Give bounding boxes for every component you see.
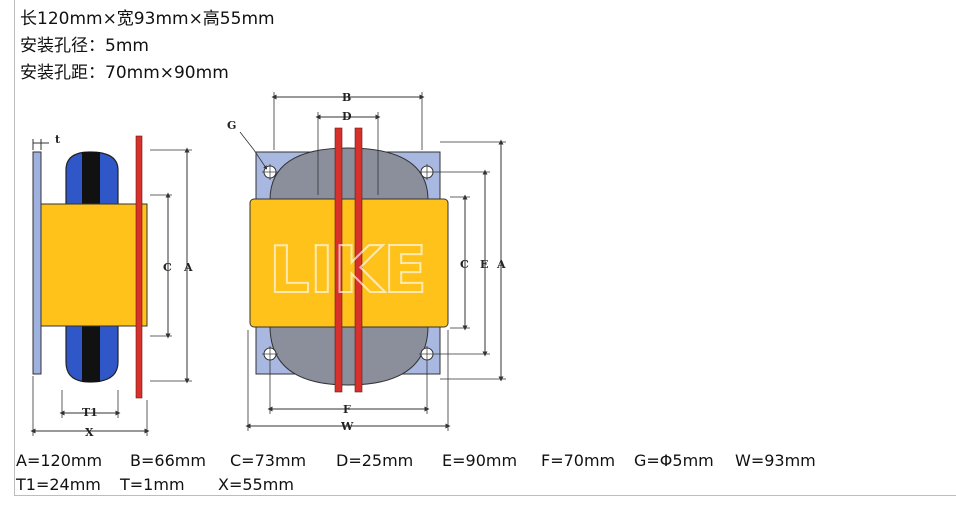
spec-hole-spacing: 安装孔距：70mm×90mm <box>20 63 229 83</box>
front-core-bottom <box>269 325 429 386</box>
label-c-side: C <box>163 261 172 274</box>
content-frame <box>14 0 956 496</box>
mount-hole-bottom-right <box>419 346 435 362</box>
side-lead <box>135 135 143 399</box>
side-view: t C A T1 X <box>30 133 193 439</box>
dim-c: C=73mm <box>230 451 307 470</box>
label-a-front: A <box>496 258 506 271</box>
label-c-front: C <box>460 258 469 271</box>
label-a-side: A <box>183 261 193 274</box>
dim-g: G=Φ5mm <box>634 451 714 470</box>
label-x: X <box>85 426 94 439</box>
dim-x: X=55mm <box>218 475 294 494</box>
dim-t: T=1mm <box>120 475 185 494</box>
label-w: W <box>340 420 354 433</box>
front-view: LIKE G B D C E A F <box>227 91 506 433</box>
label-b: B <box>342 91 351 104</box>
dim-a: A=120mm <box>16 451 103 470</box>
watermark: LIKE <box>269 234 427 308</box>
side-core-top <box>82 152 100 205</box>
front-lead-right <box>354 127 363 393</box>
label-d: D <box>342 110 352 123</box>
dim-b: B=66mm <box>130 451 206 470</box>
dim-d: D=25mm <box>336 451 414 470</box>
side-plate <box>32 151 42 375</box>
front-core-top <box>269 147 429 201</box>
spec-size: 长120mm×宽93mm×高55mm <box>20 9 275 29</box>
label-f: F <box>343 403 351 416</box>
dim-t1: T1=24mm <box>16 475 101 494</box>
mount-hole-top-right <box>419 164 435 180</box>
dim-w: W=93mm <box>735 451 816 470</box>
dim-f: F=70mm <box>541 451 616 470</box>
side-core-wrap <box>40 203 148 327</box>
side-core-bottom <box>82 325 100 382</box>
front-lead-left <box>334 127 343 393</box>
dim-e: E=90mm <box>442 451 518 470</box>
spec-hole-diameter: 安装孔径：5mm <box>20 36 149 56</box>
label-t1: T1 <box>82 406 98 419</box>
mount-hole-bottom-left <box>262 346 278 362</box>
label-g: G <box>227 119 236 132</box>
label-e: E <box>480 258 488 271</box>
label-t: t <box>55 133 61 146</box>
front-core-wrap <box>249 198 449 328</box>
